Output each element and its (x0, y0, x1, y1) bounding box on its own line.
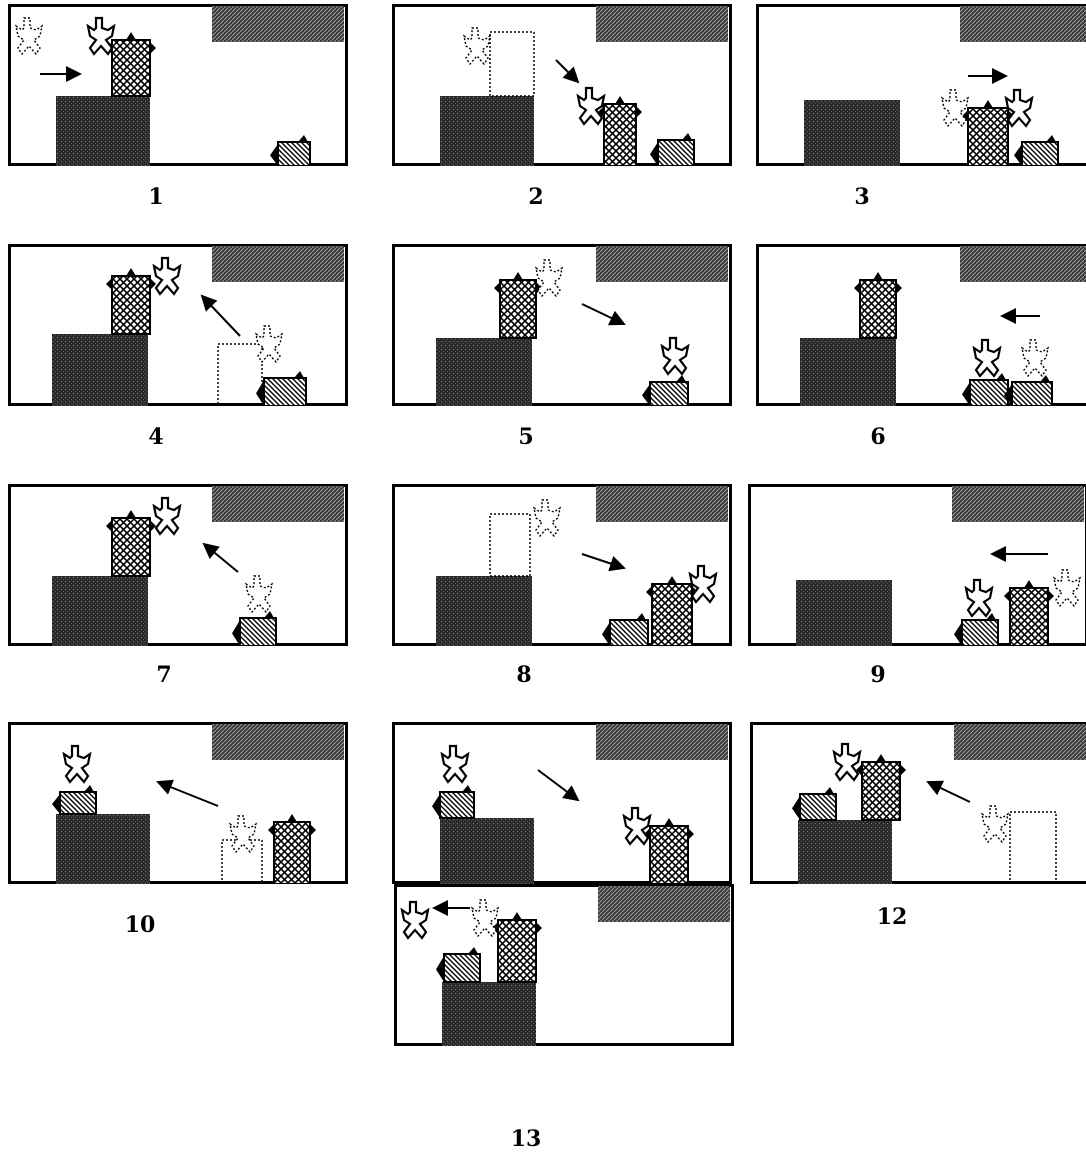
cross-block (1004, 580, 1054, 646)
ceiling-ledge (596, 6, 728, 42)
big-block (800, 338, 896, 406)
sequence-panel (748, 484, 1086, 646)
sequence-panel (8, 244, 348, 406)
cross-block (854, 272, 902, 338)
panel-number: 8 (494, 662, 554, 688)
big-block (436, 576, 532, 646)
big-block (442, 982, 536, 1046)
cross-block (106, 510, 156, 576)
panel-number: 2 (506, 184, 566, 210)
panel-scene (392, 4, 732, 166)
cross-block (268, 814, 316, 884)
cross-block (646, 576, 698, 646)
sequence-panel (392, 244, 732, 406)
panel-scene (394, 884, 734, 1046)
ceiling-ledge (596, 724, 728, 760)
panel-scene (392, 484, 732, 646)
sequence-panel (392, 722, 732, 884)
ceiling-ledge (596, 486, 728, 522)
cross-block (962, 100, 1014, 166)
cross-block (598, 96, 642, 166)
cross-block (644, 818, 694, 884)
panel-number: 13 (496, 1126, 556, 1152)
ceiling-ledge (598, 886, 730, 922)
ceiling-ledge (212, 6, 344, 42)
sequence-panel (756, 4, 1086, 166)
panel-scene (748, 484, 1086, 646)
panel-number: 7 (134, 662, 194, 688)
panel-scene (392, 244, 732, 406)
big-block (56, 814, 150, 884)
sequence-panel (8, 484, 348, 646)
big-block (52, 576, 148, 646)
big-block (56, 96, 150, 166)
ceiling-ledge (960, 6, 1086, 42)
sequence-panel (8, 722, 348, 884)
panel-scene (8, 722, 348, 884)
big-block (52, 334, 148, 406)
big-block (804, 100, 900, 166)
panel-number: 6 (848, 424, 908, 450)
ceiling-ledge (952, 486, 1084, 522)
panel-scene (756, 4, 1086, 166)
cross-block (494, 272, 542, 338)
big-block (796, 580, 892, 646)
ceiling-ledge (954, 724, 1086, 760)
big-block (436, 338, 532, 406)
ceiling-ledge (960, 246, 1086, 282)
panel-number: 1 (126, 184, 186, 210)
cross-block (856, 754, 906, 820)
big-block (440, 818, 534, 884)
panel-scene (756, 244, 1086, 406)
ceiling-ledge (212, 486, 344, 522)
panel-number: 12 (862, 904, 922, 930)
ceiling-ledge (212, 724, 344, 760)
sequence-panel (756, 244, 1086, 406)
sequence-panel (8, 4, 348, 166)
sequence-panel (392, 484, 732, 646)
panel-scene (8, 4, 348, 166)
big-block (440, 96, 534, 166)
cross-block (106, 32, 156, 96)
panel-number: 9 (848, 662, 908, 688)
panel-scene (8, 244, 348, 406)
cross-block (106, 268, 156, 334)
panel-number: 5 (496, 424, 556, 450)
ceiling-ledge (212, 246, 344, 282)
panel-scene (750, 722, 1086, 884)
sequence-panel (750, 722, 1086, 884)
panel-number: 4 (126, 424, 186, 450)
sequence-panel (394, 884, 734, 1046)
panel-number: 3 (832, 184, 892, 210)
panel-scene (392, 722, 732, 884)
cross-block (492, 912, 542, 982)
big-block (798, 820, 892, 884)
panel-scene (8, 484, 348, 646)
ceiling-ledge (596, 246, 728, 282)
panel-number: 10 (110, 912, 170, 938)
sequence-panel (392, 4, 732, 166)
